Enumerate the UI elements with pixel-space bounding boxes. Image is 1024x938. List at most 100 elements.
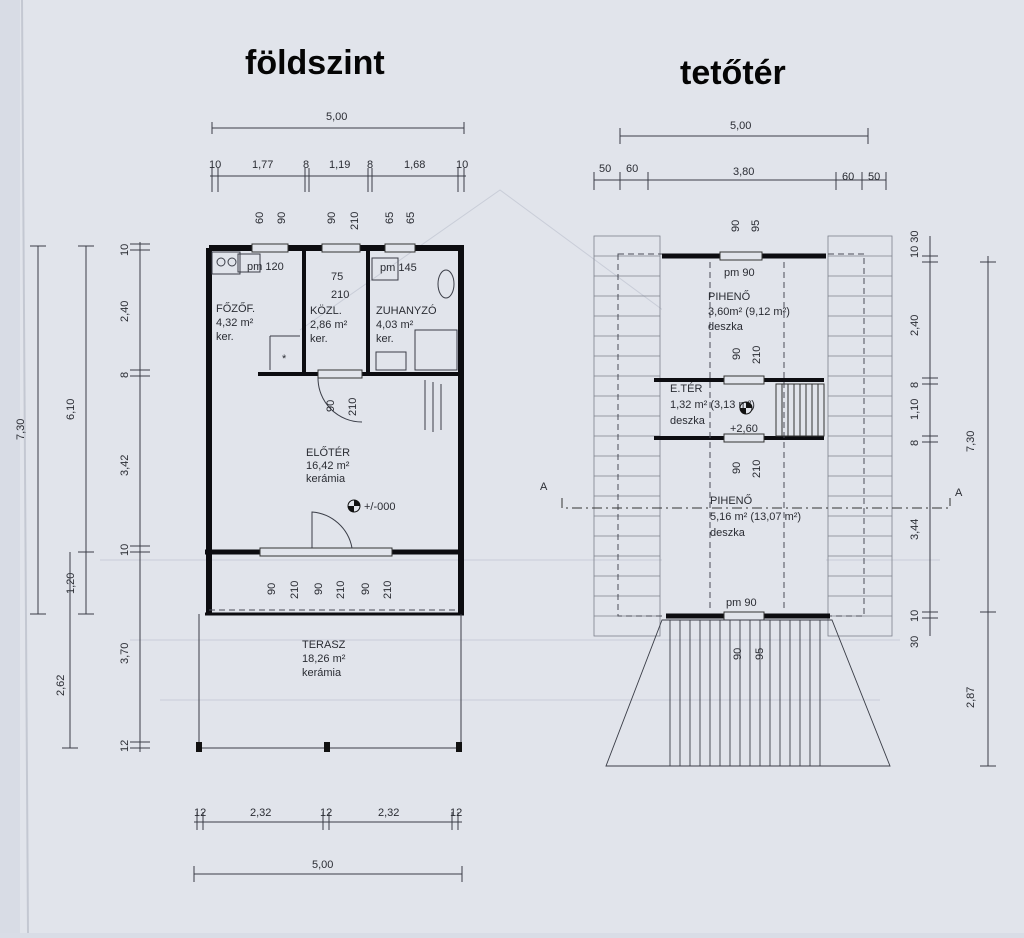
svg-text:deszka: deszka (708, 321, 744, 333)
svg-text:PIHENŐ: PIHENŐ (708, 289, 751, 303)
level-mark-ground: +/-000 (347, 499, 396, 513)
kitchen-star: * (282, 353, 287, 365)
svg-text:ELŐTÉR: ELŐTÉR (306, 445, 350, 459)
ground-dim-bottom-2: 2,32 (250, 807, 271, 819)
ground-dim-top-4: 1,19 (329, 159, 350, 171)
ground-dim-bottom-1: 12 (194, 807, 206, 819)
attic-dim-top-3: 3,80 (733, 166, 754, 178)
ground-dim-left-inner-4: 3,42 (119, 455, 131, 476)
svg-text:3,60m² (9,12 m²): 3,60m² (9,12 m²) (708, 306, 790, 318)
ground-win-label-6: 65 (405, 212, 417, 224)
attic-dim-right-6: 3,44 (909, 519, 921, 540)
attic-win-label-2: 95 (750, 220, 762, 232)
section-mark-right: A (955, 487, 963, 499)
room-terrace: TERASZ 18,26 m² kerámia (302, 639, 346, 679)
svg-text:KÖZL.: KÖZL. (310, 305, 342, 317)
paper-page (20, 0, 1024, 933)
attic-dim-top-5: 50 (868, 171, 880, 183)
svg-text:deszka: deszka (670, 415, 706, 427)
svg-text:16,42 m²: 16,42 m² (306, 460, 350, 472)
front-door-label-5: 90 (360, 583, 372, 595)
ground-dim-bottom-total: 5,00 (312, 859, 333, 871)
svg-text:ker.: ker. (216, 331, 234, 343)
attic-floor-plan: 5,00 50 60 3,80 60 50 90 95 (540, 120, 996, 767)
attic-dim-top-total: 5,00 (730, 120, 751, 132)
attic-pm-2: pm 90 (726, 597, 757, 609)
ground-dim-left-mid-2: 1,20 (65, 573, 77, 594)
attic-dim-right-8: 30 (909, 636, 921, 648)
front-door-label-2: 210 (289, 581, 301, 599)
room-shower: ZUHANYZÓ 4,03 m² ker. (376, 304, 437, 345)
front-door-label-6: 210 (382, 581, 394, 599)
ground-win-label-2: 90 (276, 212, 288, 224)
attic-door-label-2: 210 (751, 346, 763, 364)
attic-dim-right-1: 10 30 (909, 230, 921, 258)
attic-door-label-3: 90 (731, 462, 743, 474)
svg-text:ker.: ker. (310, 333, 328, 345)
attic-room-rest-2: PIHENŐ 5,16 m² (13,07 m²) deszka (710, 493, 801, 539)
svg-text:kerámia: kerámia (306, 473, 346, 485)
svg-text:FŐZŐF.: FŐZŐF. (216, 301, 255, 315)
section-mark-left: A (540, 481, 548, 493)
attic-floor-title: tetőtér (680, 54, 786, 92)
svg-text:deszka: deszka (710, 527, 746, 539)
ground-pm-2: pm 145 (380, 262, 417, 274)
ground-dim-top-1: 10 (209, 159, 221, 171)
ground-dim-bottom-5: 12 (450, 807, 462, 819)
ground-win-label-3: 90 (326, 212, 338, 224)
ground-dim-top-5: 8 (367, 159, 373, 171)
ground-dim-left-inner-2: 2,40 (119, 301, 131, 322)
svg-text:5,16 m² (13,07 m²): 5,16 m² (13,07 m²) (710, 511, 801, 523)
ground-dim-left-inner-3: 8 (119, 372, 131, 378)
attic-dim-top-1: 50 (599, 163, 611, 175)
svg-text:+2,60: +2,60 (730, 423, 758, 435)
svg-text:2,86 m²: 2,86 m² (310, 319, 348, 331)
svg-text:18,26 m²: 18,26 m² (302, 653, 346, 665)
attic-dim-right-extra: 2,87 (965, 687, 977, 708)
ground-dim-left-extra: 2,62 (55, 675, 67, 696)
svg-text:1,32 m² (3,13 m²): 1,32 m² (3,13 m²) (670, 399, 755, 411)
room-hall: ELŐTÉR 16,42 m² kerámia (306, 445, 350, 485)
front-door-label-4: 210 (335, 581, 347, 599)
ground-dim-left-mid-1: 6,10 (65, 399, 77, 420)
attic-dim-right-7: 10 (909, 610, 921, 622)
ground-win-label-4: 210 (349, 212, 361, 230)
svg-text:E.TÉR: E.TÉR (670, 382, 702, 395)
attic-dim-top-2: 60 (626, 163, 638, 175)
attic-dim-right-5: 8 (909, 440, 921, 446)
ground-dim-top-total: 5,00 (326, 111, 347, 123)
attic-stairs (775, 383, 825, 437)
ground-dim-top-6: 1,68 (404, 159, 425, 171)
ground-pm-1: pm 120 (247, 261, 284, 273)
svg-text:ker.: ker. (376, 333, 394, 345)
attic-door-label-1: 90 (731, 348, 743, 360)
svg-text:ZUHANYZÓ: ZUHANYZÓ (376, 304, 437, 317)
ground-floor-plan: 5,00 10 1,77 8 1,19 8 1,68 10 60 90 90 2… (15, 111, 468, 882)
ground-dim-top-2: 1,77 (252, 159, 273, 171)
svg-text:4,03 m²: 4,03 m² (376, 319, 414, 331)
attic-room-hall: E.TÉR 1,32 m² (3,13 m²) deszka (670, 382, 755, 427)
attic-roof-overhang (605, 619, 891, 767)
front-door-label-1: 90 (266, 583, 278, 595)
attic-dim-right-2: 2,40 (909, 315, 921, 336)
svg-text:PIHENŐ: PIHENŐ (710, 493, 753, 507)
attic-door-label-4: 210 (751, 460, 763, 478)
level-mark-attic: +2,60 (730, 401, 758, 435)
attic-bottom-label-1: 90 (732, 648, 744, 660)
ground-dim-left-inner-1: 10 (119, 244, 131, 256)
ground-dim-left-outer: 7,30 (15, 419, 27, 440)
svg-text:4,32 m²: 4,32 m² (216, 317, 254, 329)
ground-dim-left-inner-5: 10 (119, 544, 131, 556)
attic-dim-right-4: 1,10 (909, 399, 921, 420)
attic-win-label-1: 90 (730, 220, 742, 232)
svg-text:kerámia: kerámia (302, 667, 342, 679)
ground-dim-top-7: 10 (456, 159, 468, 171)
ground-dim-left-inner-7: 12 (119, 740, 131, 752)
svg-text:TERASZ: TERASZ (302, 639, 346, 651)
front-door-label-3: 90 (313, 583, 325, 595)
roof-tiles-left (593, 235, 661, 637)
ground-door-label-1: 90 (325, 400, 337, 412)
room-kitchen: FŐZŐF. 4,32 m² ker. (216, 301, 255, 343)
attic-bottom-label-2: 95 (754, 648, 766, 660)
